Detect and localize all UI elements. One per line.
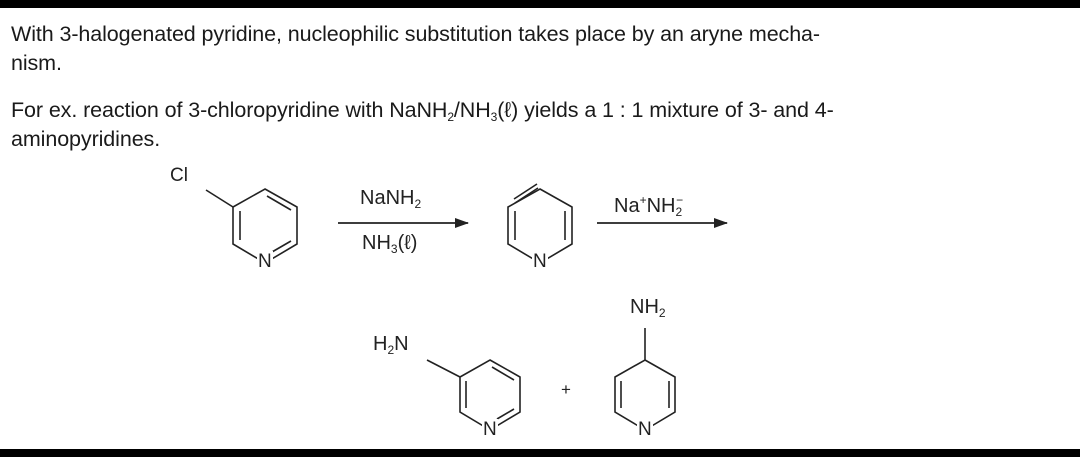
reagent-na-nh2-anion: Na+NH2−	[614, 193, 684, 219]
paragraph1-line1: With 3-halogenated pyridine, nucleophili…	[11, 22, 820, 46]
paragraph2-line1: For ex. reaction of 3-chloropyridine wit…	[11, 98, 834, 124]
document-page: With 3-halogenated pyridine, nucleophili…	[0, 8, 1080, 449]
plus-sign: +	[561, 380, 571, 399]
3-chloropyridine-structure	[205, 188, 298, 264]
paragraph1-line2: nism.	[11, 51, 62, 75]
nitrogen-label-2: N	[532, 251, 548, 273]
paragraph2-line2: aminopyridines.	[11, 127, 161, 151]
paragraph-aryne-mechanism: With 3-halogenated pyridine, nucleophili…	[11, 20, 1071, 78]
amino-group-nh2: NH2	[630, 296, 666, 320]
4-aminopyridine-structure	[614, 328, 676, 431]
chlorine-atom-label: Cl	[170, 165, 188, 187]
nitrogen-label-1: N	[257, 251, 273, 273]
reagent-nanh2: NaNH2	[360, 187, 422, 211]
nitrogen-label-3: N	[482, 419, 498, 441]
amino-group-h2n: H2N	[373, 333, 409, 357]
3-aminopyridine-structure	[426, 359, 521, 431]
solvent-nh3: NH3(ℓ)	[362, 232, 418, 256]
nitrogen-label-4: N	[637, 419, 653, 441]
paragraph-example: For ex. reaction of 3-chloropyridine wit…	[11, 96, 1071, 154]
